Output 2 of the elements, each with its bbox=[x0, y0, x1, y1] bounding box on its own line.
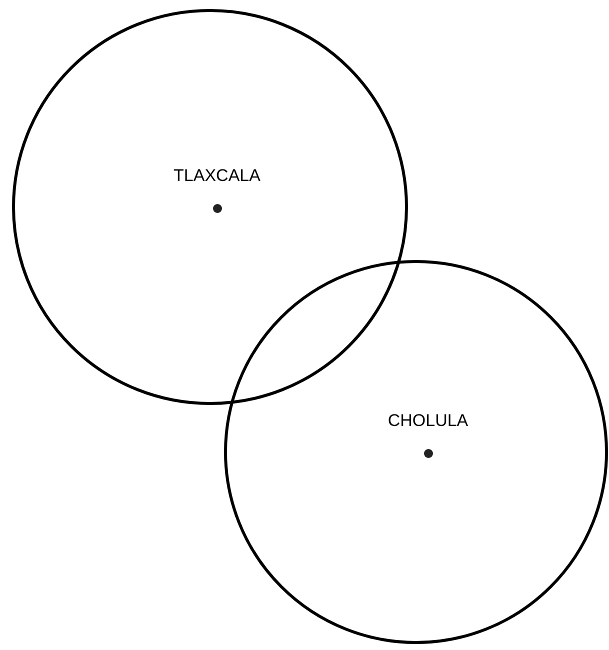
place-label: CHOLULA bbox=[388, 410, 468, 432]
place-label: TLAXCALA bbox=[174, 165, 260, 187]
